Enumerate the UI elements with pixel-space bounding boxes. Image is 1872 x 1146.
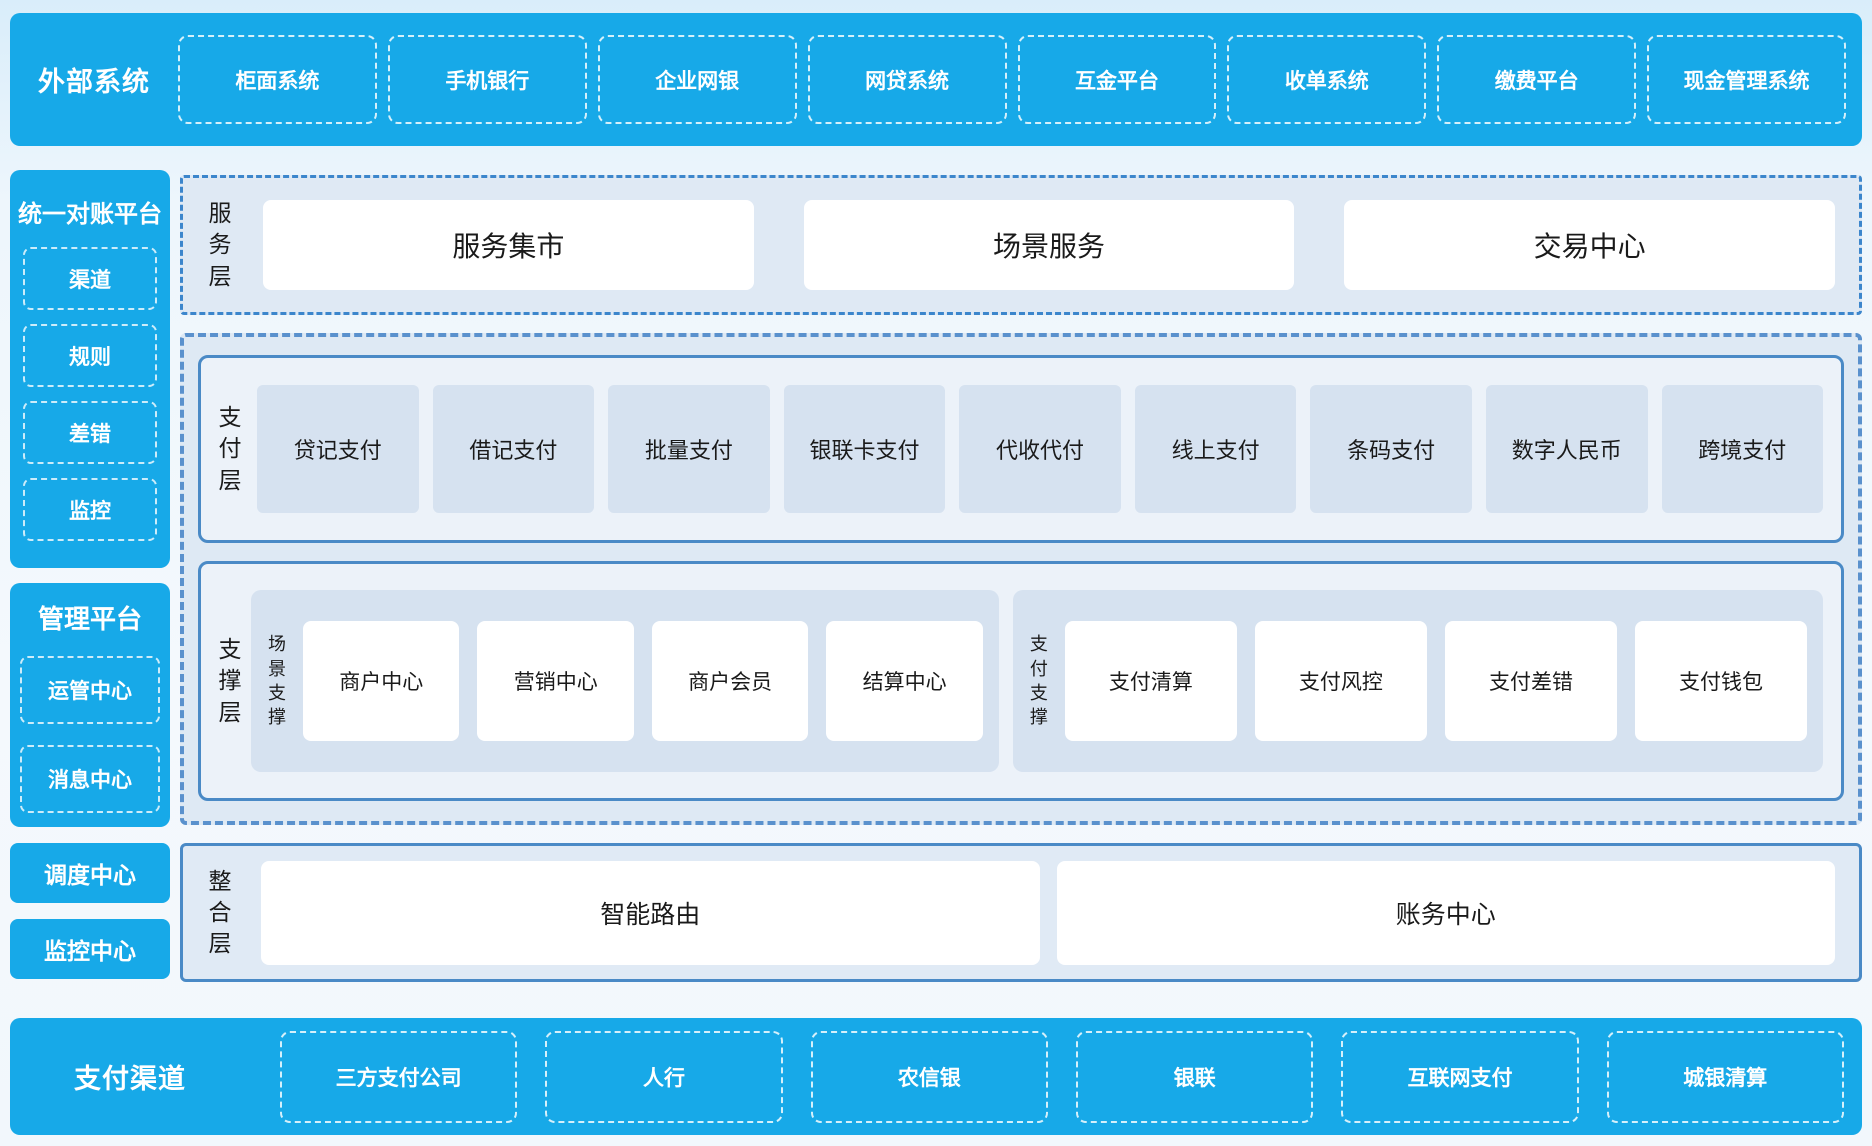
integration-node: 账务中心 xyxy=(1056,860,1835,965)
payment-channel-node: 城银清算 xyxy=(1606,1030,1844,1123)
integration-layer-items: 智能路由 账务中心 xyxy=(261,860,1835,965)
payment-layer: 支付层 贷记支付 借记支付 批量支付 银联卡支付 代收代付 线上支付 条码支付 … xyxy=(198,355,1844,543)
scene-support-group: 场景支撑 商户中心 营销中心 商户会员 结算中心 xyxy=(251,590,999,772)
payment-node: 代收代付 xyxy=(959,385,1121,513)
management-platform-panel: 管理平台 运管中心 消息中心 xyxy=(10,583,170,827)
reconciliation-items: 渠道 规则 差错 监控 xyxy=(23,247,157,541)
scene-support-node: 商户会员 xyxy=(651,621,809,741)
payment-node: 银联卡支付 xyxy=(783,385,946,513)
payment-channels-bar: 支付渠道 三方支付公司 人行 农信银 银联 互联网支付 城银清算 xyxy=(10,1018,1862,1135)
monitor-center-box: 监控中心 xyxy=(10,919,170,979)
payment-support-items: 支付清算 支付风控 支付差错 支付钱包 xyxy=(1064,621,1808,741)
payment-support-node: 支付清算 xyxy=(1064,621,1237,741)
external-system-node: 互金平台 xyxy=(1017,35,1217,124)
service-node: 场景服务 xyxy=(803,200,1295,290)
payment-node: 贷记支付 xyxy=(257,385,419,513)
scene-support-label: 场景支撑 xyxy=(268,634,286,728)
support-layer-label: 支撑层 xyxy=(218,636,242,725)
external-systems-title: 外部系统 xyxy=(38,67,150,97)
payment-support-node: 支付钱包 xyxy=(1634,621,1808,741)
external-system-node: 收单系统 xyxy=(1227,35,1427,124)
layers-column: 服务层 服务集市 场景服务 交易中心 支付层 贷记支付 借记支付 批量支付 银联… xyxy=(180,170,1862,982)
reconciliation-platform-panel: 统一对账平台 渠道 规则 差错 监控 xyxy=(10,170,170,568)
core-layers-container: 支付层 贷记支付 借记支付 批量支付 银联卡支付 代收代付 线上支付 条码支付 … xyxy=(180,333,1862,825)
payment-node: 批量支付 xyxy=(608,385,770,513)
external-systems-items: 柜面系统 手机银行 企业网银 网贷系统 互金平台 收单系统 缴费平台 现金管理系… xyxy=(178,35,1846,124)
reconciliation-node: 规则 xyxy=(23,324,157,387)
reconciliation-platform-title: 统一对账平台 xyxy=(18,201,162,228)
management-items: 运管中心 消息中心 xyxy=(20,656,160,813)
management-node: 消息中心 xyxy=(20,745,160,813)
external-system-node: 现金管理系统 xyxy=(1647,35,1846,124)
scene-support-node: 结算中心 xyxy=(826,621,983,741)
payment-channel-node: 农信银 xyxy=(810,1030,1048,1123)
integration-layer-label: 整合层 xyxy=(208,867,232,957)
integration-layer: 整合层 智能路由 账务中心 xyxy=(180,843,1862,982)
reconciliation-node: 监控 xyxy=(23,478,157,541)
dispatch-center-box: 调度中心 xyxy=(10,843,170,903)
payment-channel-node: 银联 xyxy=(1075,1030,1314,1123)
management-node: 运管中心 xyxy=(20,656,160,724)
payment-node: 条码支付 xyxy=(1310,385,1472,513)
payment-support-label: 支付支撑 xyxy=(1029,634,1048,728)
payment-support-group: 支付支撑 支付清算 支付风控 支付差错 支付钱包 xyxy=(1012,590,1823,772)
payment-layer-label: 支付层 xyxy=(218,404,242,493)
reconciliation-node: 差错 xyxy=(23,401,157,464)
reconciliation-node: 渠道 xyxy=(23,247,157,310)
support-layer: 支撑层 场景支撑 商户中心 营销中心 商户会员 结算中心 xyxy=(198,561,1844,801)
payment-channels-title: 支付渠道 xyxy=(74,1064,186,1094)
service-layer: 服务层 服务集市 场景服务 交易中心 xyxy=(180,175,1862,315)
support-groups: 场景支撑 商户中心 营销中心 商户会员 结算中心 支付支撑 支付清算 xyxy=(251,590,1823,772)
payment-node: 跨境支付 xyxy=(1661,385,1824,513)
external-system-node: 柜面系统 xyxy=(178,35,377,124)
service-node: 服务集市 xyxy=(263,200,754,290)
integration-node: 智能路由 xyxy=(261,860,1040,965)
service-layer-label: 服务层 xyxy=(208,200,232,289)
service-layer-items: 服务集市 场景服务 交易中心 xyxy=(263,200,1836,290)
external-systems-bar: 外部系统 柜面系统 手机银行 企业网银 网贷系统 互金平台 收单系统 缴费平台 … xyxy=(10,13,1862,146)
scene-support-node: 营销中心 xyxy=(477,621,634,741)
payment-channel-node: 人行 xyxy=(545,1030,783,1123)
payment-channel-node: 三方支付公司 xyxy=(280,1030,518,1123)
management-platform-title: 管理平台 xyxy=(37,604,142,634)
sidebar: 统一对账平台 渠道 规则 差错 监控 管理平台 运管中心 消息中心 调度中心 监… xyxy=(10,170,170,982)
service-node: 交易中心 xyxy=(1344,200,1836,290)
scene-support-node: 商户中心 xyxy=(303,621,460,741)
payment-channel-node: 互联网支付 xyxy=(1341,1030,1579,1123)
payment-support-node: 支付风控 xyxy=(1254,621,1427,741)
external-system-node: 企业网银 xyxy=(597,35,797,124)
external-system-node: 网贷系统 xyxy=(807,35,1007,124)
main-row: 统一对账平台 渠道 规则 差错 监控 管理平台 运管中心 消息中心 调度中心 监… xyxy=(10,170,1862,982)
payment-node: 线上支付 xyxy=(1134,385,1297,513)
payment-node: 数字人民币 xyxy=(1485,385,1648,513)
external-system-node: 手机银行 xyxy=(387,35,587,124)
external-system-node: 缴费平台 xyxy=(1437,35,1637,124)
payment-layer-items: 贷记支付 借记支付 批量支付 银联卡支付 代收代付 线上支付 条码支付 数字人民… xyxy=(257,385,1824,513)
payment-channels-items: 三方支付公司 人行 农信银 银联 互联网支付 城银清算 xyxy=(280,1030,1844,1123)
scene-support-items: 商户中心 营销中心 商户会员 结算中心 xyxy=(303,621,983,741)
payment-node: 借记支付 xyxy=(432,385,595,513)
payment-support-node: 支付差错 xyxy=(1444,621,1617,741)
